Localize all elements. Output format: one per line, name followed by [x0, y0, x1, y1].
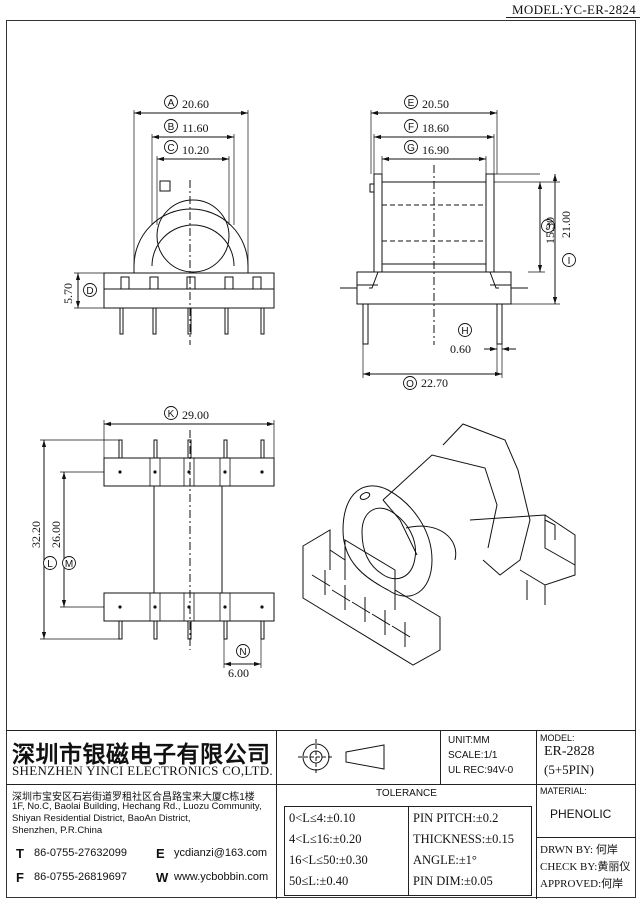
pin-pitch-tolerance: PIN PITCH:±0.2 — [413, 811, 499, 825]
dim-labels-side: E 20.50 F 18.60 G 16.90 J 15.30 I 21.00 … — [403, 95, 576, 390]
dim-B: 11.60 — [182, 121, 209, 135]
approved-by: APPROVED:何岸 — [540, 878, 624, 890]
svg-text:F: F — [408, 122, 414, 133]
email-address[interactable]: ycdianzi@163.com — [174, 847, 268, 859]
svg-text:A: A — [168, 98, 175, 109]
svg-text:D: D — [86, 286, 93, 297]
dim-A: 20.60 — [182, 97, 209, 111]
address-section: 深圳市宝安区石岩街道罗租社区合昌路宝来大厦C栋1楼 1F, No.C, Baol… — [6, 784, 277, 899]
unit-text: UNIT:MM — [448, 735, 490, 746]
dim-N: 6.00 — [228, 666, 249, 680]
svg-text:N: N — [239, 647, 246, 658]
svg-text:H: H — [461, 326, 468, 337]
svg-text:M: M — [65, 559, 73, 570]
dim-D: 5.70 — [61, 283, 75, 304]
front-dimensions — [74, 110, 249, 309]
dim-I: 21.00 — [559, 211, 573, 238]
material-label: MATERIAL: — [540, 786, 587, 796]
model-section: MODEL: ER-2828 (5+5PIN) — [536, 731, 636, 785]
side-view — [340, 165, 528, 345]
svg-text:I: I — [568, 256, 571, 267]
drawing-frame — [6, 20, 636, 898]
front-view — [103, 180, 275, 345]
projection-symbol-section — [276, 731, 441, 785]
front-pins — [119, 307, 265, 335]
svg-text:B: B — [168, 122, 175, 133]
isometric-view — [302, 423, 576, 666]
svg-text:C: C — [167, 143, 174, 154]
material-section: MATERIAL: PHENOLIC — [536, 784, 636, 838]
model-pins: (5+5PIN) — [544, 762, 594, 777]
dim-L: 32.20 — [29, 521, 43, 548]
tolerance-section: TOLERANCE 0<L≤4:±0.10 4<L≤16:±0.20 16<L≤… — [276, 784, 537, 899]
address-en-3: Shenzhen, P.R.China — [12, 825, 103, 836]
dim-C: 10.20 — [182, 143, 209, 157]
title-block: 深圳市银磁电子有限公司 SHENZHEN YINCI ELECTRONICS C… — [6, 730, 636, 899]
svg-text:O: O — [406, 379, 414, 390]
angle-tolerance: ANGLE:±1° — [413, 853, 477, 867]
pin-dim-tolerance: PIN DIM:±0.05 — [413, 874, 493, 888]
email-label: E — [156, 846, 165, 861]
scale-text: SCALE:1/1 — [448, 750, 498, 761]
iso-pins — [311, 570, 411, 647]
tolerance-4: 50≤L:±0.40 — [289, 874, 349, 888]
units-section: UNIT:MM SCALE:1/1 UL REC:94V-0 — [440, 731, 537, 785]
dim-labels-front: A 20.60 B 11.60 C 10.20 D 5.70 — [61, 95, 209, 304]
address-en-1: 1F, No.C, Baolai Building, Hechang Rd., … — [12, 801, 262, 812]
bottom-dimensions — [40, 420, 275, 668]
tolerance-3: 16<L≤50:±0.30 — [289, 853, 368, 867]
bottom-pins-bottom — [118, 620, 265, 640]
check-by: CHECK BY:黄丽仪 — [540, 861, 631, 873]
dim-M: 26.00 — [49, 521, 63, 548]
thickness-tolerance: THICKNESS:±0.15 — [413, 832, 514, 846]
company-section: 深圳市银磁电子有限公司 SHENZHEN YINCI ELECTRONICS C… — [6, 731, 277, 785]
dim-O: 22.70 — [421, 376, 448, 390]
website[interactable]: www.ycbobbin.com — [174, 871, 269, 883]
dim-K: 29.00 — [182, 408, 209, 422]
tolerance-1: 0<L≤4:±0.10 — [289, 811, 356, 825]
header-underline — [506, 17, 640, 18]
company-name-cn: 深圳市银磁电子有限公司 — [12, 742, 271, 767]
model-value: ER-2828 — [544, 744, 595, 759]
tolerance-title: TOLERANCE — [376, 788, 437, 799]
svg-text:K: K — [168, 409, 175, 420]
tel-number: 86-0755-27632099 — [34, 847, 127, 859]
signoff-section: DRWN BY: 何岸 CHECK BY:黄丽仪 APPROVED:何岸 — [536, 837, 636, 899]
dim-F: 18.60 — [422, 121, 449, 135]
svg-text:L: L — [47, 559, 53, 570]
bottom-view — [103, 430, 275, 650]
drawn-by: DRWN BY: 何岸 — [540, 844, 618, 856]
third-angle-projection-icon — [298, 739, 385, 775]
technical-drawing: A 20.60 B 11.60 C 10.20 D 5.70 E 20.50 F… — [29, 95, 576, 680]
svg-text:J: J — [546, 222, 551, 233]
material-value: PHENOLIC — [550, 807, 612, 821]
fax-number: 86-0755-26819697 — [34, 871, 127, 883]
bottom-pins-top — [118, 439, 265, 459]
web-label: W — [156, 870, 169, 885]
address-en-2: Shiyan Residential District, BaoAn Distr… — [12, 813, 191, 824]
side-dimensions — [362, 110, 560, 378]
svg-text:G: G — [407, 143, 415, 154]
dim-G: 16.90 — [422, 143, 449, 157]
address-cn: 深圳市宝安区石岩街道罗租社区合昌路宝来大厦C栋1楼 — [12, 792, 255, 803]
ul-rec-text: UL REC:94V-0 — [448, 765, 514, 776]
tel-label: T — [16, 846, 24, 861]
dim-J: 15.30 — [543, 217, 557, 244]
front-pin-slots — [120, 276, 262, 289]
company-name-en: SHENZHEN YINCI ELECTRONICS CO,LTD. — [12, 763, 273, 778]
model-label: MODEL: — [540, 733, 575, 743]
dim-H: 0.60 — [450, 342, 471, 356]
fax-label: F — [16, 870, 24, 885]
svg-text:E: E — [408, 98, 415, 109]
model-header: MODEL:YC-ER-2824 — [512, 2, 636, 17]
dim-labels-bottom: K 29.00 L 32.20 M 26.00 N 6.00 — [29, 406, 250, 680]
dim-E: 20.50 — [422, 97, 449, 111]
tolerance-2: 4<L≤16:±0.20 — [289, 832, 362, 846]
